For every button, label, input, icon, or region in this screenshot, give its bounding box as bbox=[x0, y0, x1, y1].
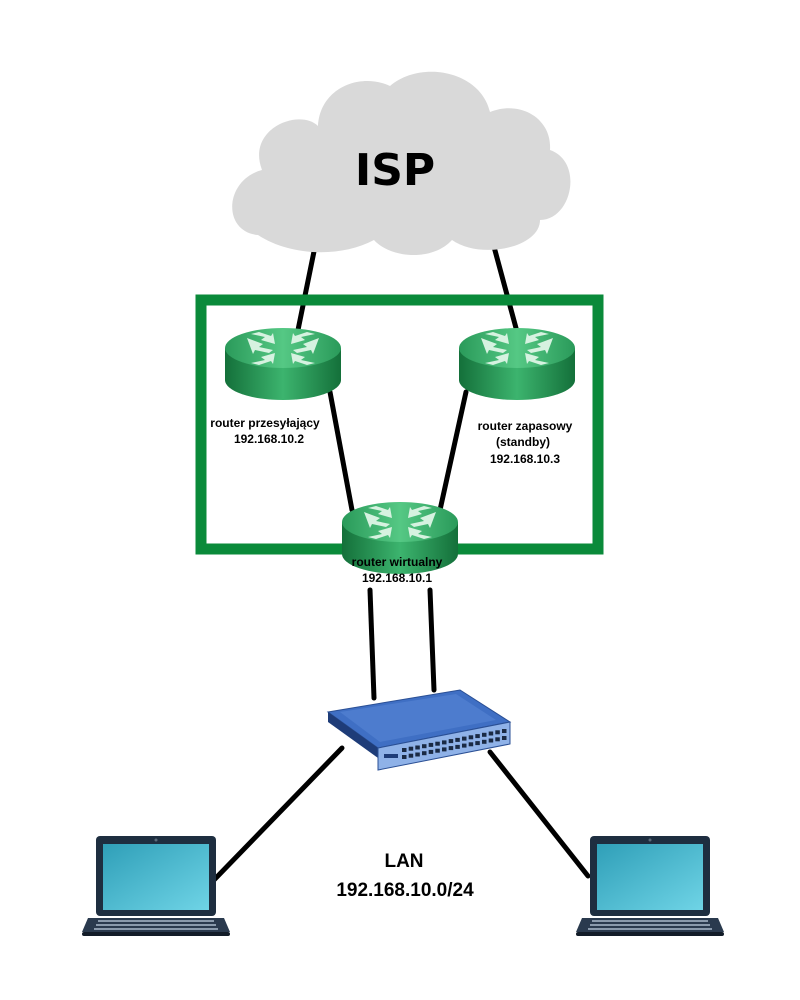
switch-icon[interactable] bbox=[326, 689, 512, 771]
switch-port bbox=[495, 730, 500, 735]
switch-port bbox=[462, 736, 467, 741]
cloud-label: ISP bbox=[355, 145, 435, 196]
link-virtual-switch-1 bbox=[367, 587, 377, 701]
switch-port bbox=[422, 744, 427, 749]
switch-port bbox=[475, 734, 480, 739]
link-switch-laptop-right bbox=[487, 749, 591, 879]
switch-port bbox=[462, 743, 467, 748]
link-standby-virtual bbox=[437, 389, 469, 513]
switch-port bbox=[488, 738, 494, 743]
switch-port bbox=[475, 741, 480, 746]
switch-port bbox=[408, 746, 414, 751]
switch-port bbox=[408, 753, 414, 758]
router-standby-name2: (standby) bbox=[496, 435, 550, 449]
switch-port bbox=[442, 747, 447, 752]
switch-port bbox=[442, 740, 447, 745]
switch-port bbox=[435, 748, 440, 753]
switch-port bbox=[448, 739, 454, 744]
switch-port bbox=[468, 742, 474, 747]
router-icon[interactable] bbox=[225, 328, 341, 400]
router-virtual-name: router wirtualny bbox=[352, 555, 443, 569]
laptop-icon[interactable] bbox=[576, 836, 724, 936]
switch-port bbox=[415, 752, 420, 757]
switch-port bbox=[428, 749, 434, 754]
switch-port bbox=[428, 742, 434, 747]
link-forwarding-virtual bbox=[327, 389, 355, 513]
switch-port bbox=[422, 751, 427, 756]
router-icon[interactable] bbox=[459, 328, 575, 400]
switch-port bbox=[482, 732, 487, 737]
switch-port bbox=[455, 737, 460, 742]
switch-port bbox=[435, 741, 440, 746]
switch-port bbox=[495, 737, 500, 742]
link-virtual-switch-2 bbox=[427, 587, 437, 693]
router-virtual-ip: 192.168.10.1 bbox=[362, 571, 432, 585]
router-forwarding-ip: 192.168.10.2 bbox=[234, 432, 304, 446]
lan-name: LAN bbox=[384, 851, 423, 872]
switch-port bbox=[502, 729, 507, 733]
link-switch-laptop-left bbox=[209, 745, 345, 885]
cloud-icon: ISP bbox=[232, 71, 571, 256]
router-forwarding-name: router przesyłający bbox=[210, 416, 320, 430]
router-standby-name: router zapasowy bbox=[478, 419, 573, 433]
switch-port bbox=[448, 746, 454, 751]
switch-port bbox=[502, 736, 507, 740]
lan-subnet: 192.168.10.0/24 bbox=[336, 880, 474, 901]
laptop-icon[interactable] bbox=[82, 836, 230, 936]
switch-port bbox=[482, 739, 487, 744]
switch-port bbox=[402, 755, 407, 759]
switch-port bbox=[402, 748, 407, 752]
router-standby-ip: 192.168.10.3 bbox=[490, 452, 560, 466]
switch-port bbox=[455, 744, 460, 749]
switch-port bbox=[415, 745, 420, 750]
switch-port bbox=[468, 735, 474, 740]
switch-port bbox=[488, 731, 494, 736]
